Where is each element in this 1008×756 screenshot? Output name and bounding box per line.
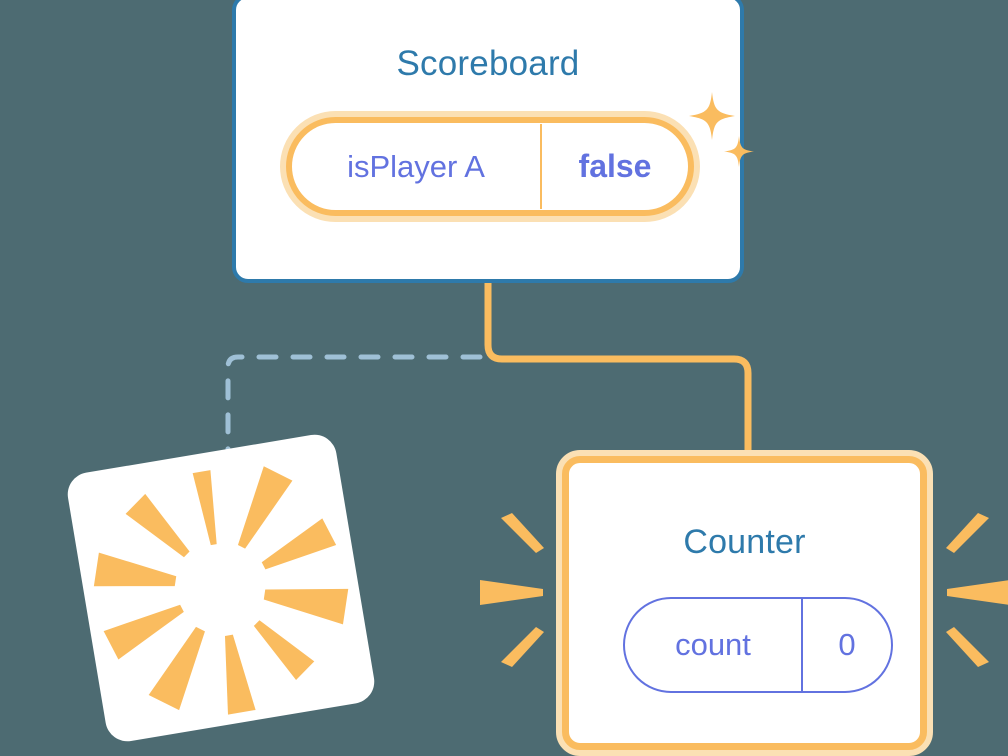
counter-card-body: Counter count 0: [562, 456, 927, 750]
counter-state-key: count: [675, 627, 751, 662]
sparkle-icon-large: [689, 92, 735, 140]
scoreboard-state-pill-body: isPlayer A false: [286, 117, 694, 216]
counter-card[interactable]: Counter count 0: [556, 450, 933, 756]
counter-pill-divider: [801, 599, 803, 691]
scoreboard-pill-divider: [540, 124, 542, 209]
scoreboard-state-key: isPlayer A: [347, 148, 485, 184]
scoreboard-state-value: false: [578, 148, 652, 184]
connector-scoreboard-to-counter: [484, 278, 752, 470]
burst-rays-icon: [93, 466, 349, 715]
scoreboard-card[interactable]: Scoreboard isPlayer A false: [232, 0, 754, 283]
tilted-placeholder-card[interactable]: [64, 431, 378, 745]
connector-scoreboard-to-tilted-card: [225, 354, 483, 485]
scoreboard-title: Scoreboard: [396, 44, 580, 83]
scoreboard-state-pill[interactable]: isPlayer A false: [280, 111, 700, 222]
counter-state-pill[interactable]: count 0: [623, 597, 893, 693]
counter-title: Counter: [683, 523, 806, 561]
counter-state-value: 0: [838, 627, 856, 662]
